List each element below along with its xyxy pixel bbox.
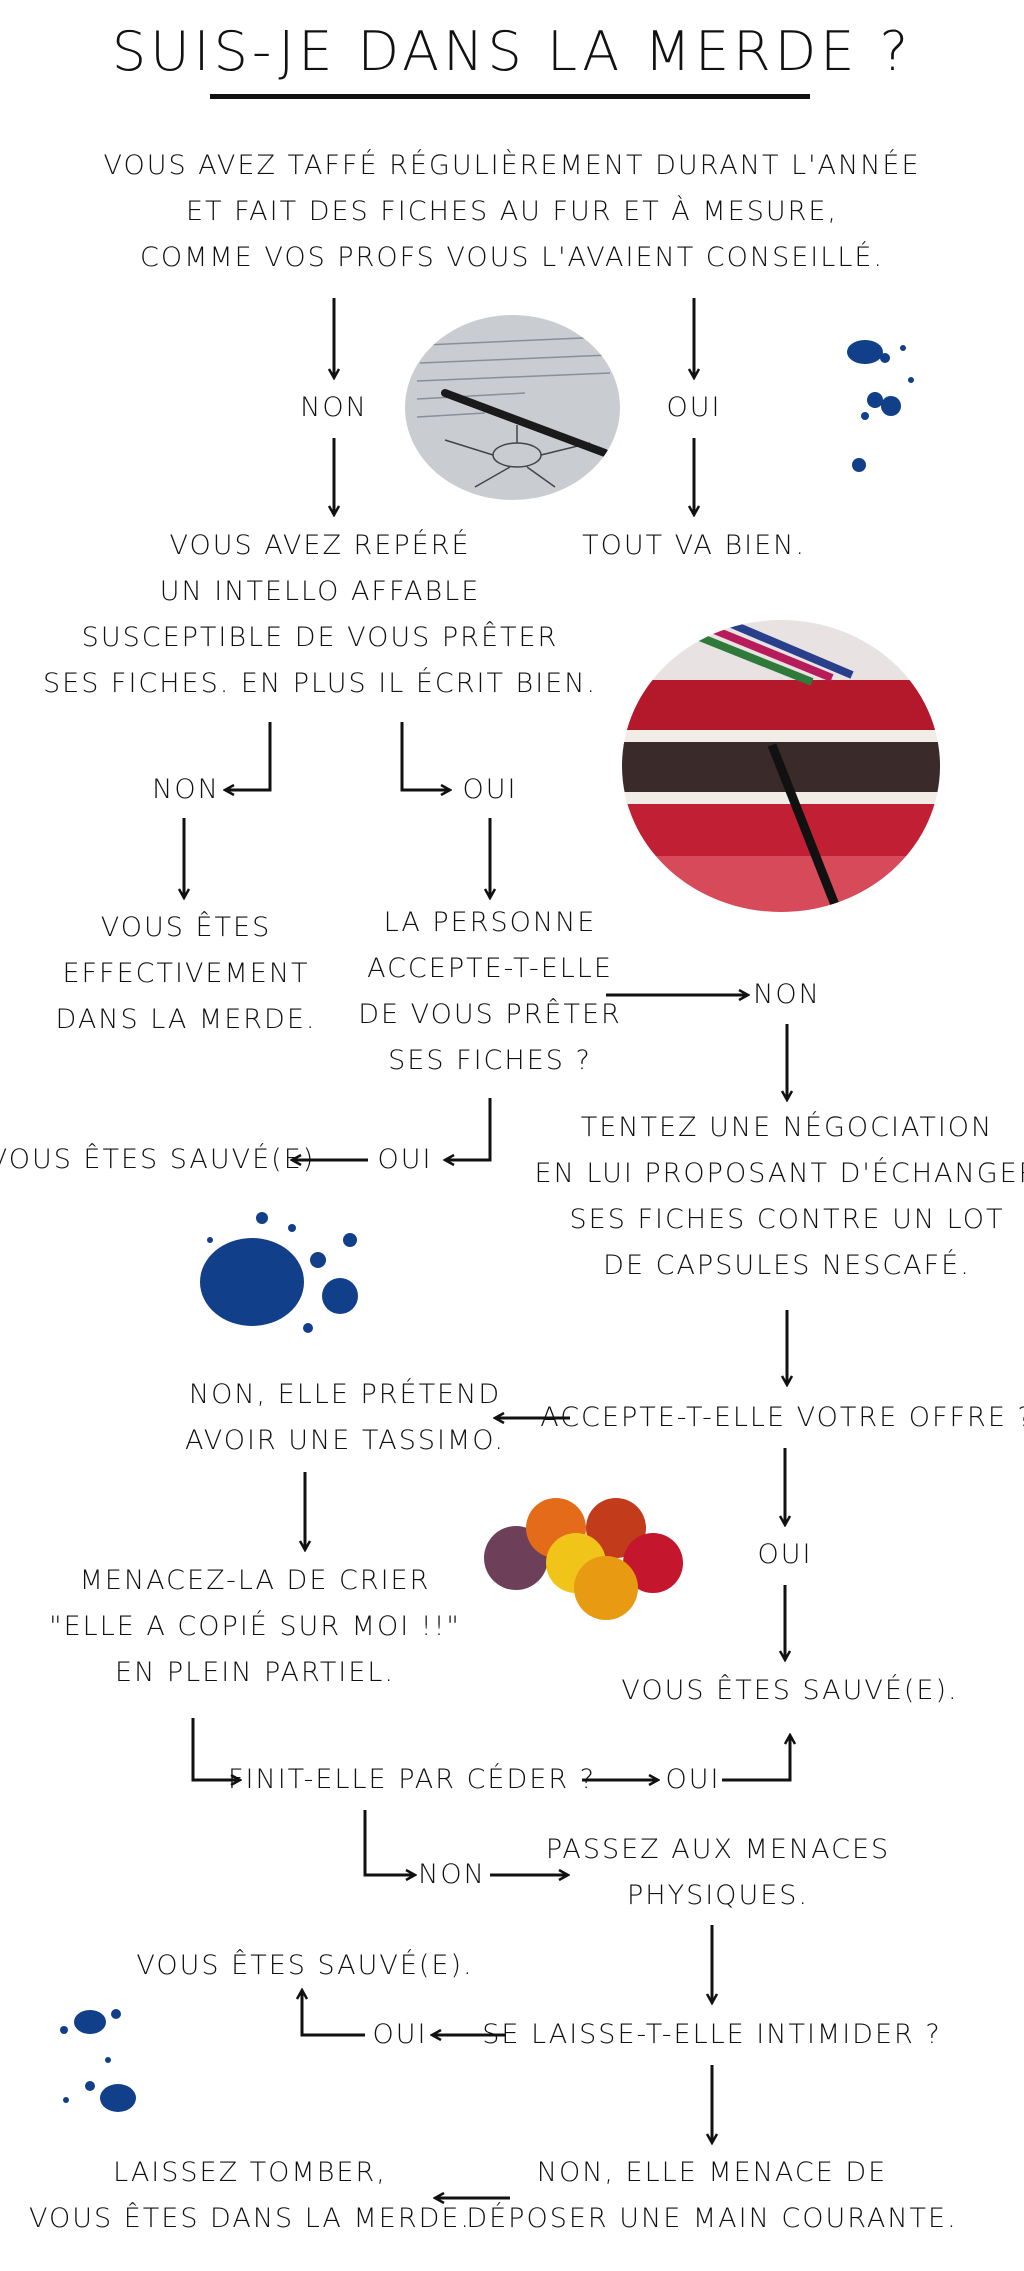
question-offre: Accepte-t-elle votre offre ? (540, 1402, 1024, 1433)
notebooks-photo-icon (622, 620, 940, 912)
question-personne: La personne accepte-t-elle de vous prête… (358, 907, 622, 1076)
title-underline (210, 94, 810, 99)
question-intimider: Se laisse-t-elle intimider ? (482, 2019, 942, 2050)
coffee-capsules-icon (478, 1488, 693, 1633)
arrow-q2-oui (400, 722, 450, 790)
result-sauve-2: Vous êtes sauvé(e). (621, 1675, 959, 1706)
answer-non-5: Non (418, 1859, 486, 1890)
answer-oui-3: Oui (377, 1144, 433, 1175)
answer-non-1: Non (300, 392, 368, 423)
action-menacez: Menacez-la de crier "Elle a copié sur mo… (49, 1565, 461, 1688)
answer-oui-6: Oui (372, 2019, 428, 2050)
arrow-q3-oui (445, 1098, 492, 1160)
result-sauve-1: Vous êtes sauvé(e) (0, 1144, 316, 1175)
answer-oui-2: Oui (462, 774, 518, 805)
page-title: Suis-je dans la merde ? (111, 20, 913, 83)
result-tout-va-bien: Tout va bien. (582, 530, 806, 561)
arrow-oui6-sauve3 (302, 1990, 365, 2037)
result-sauve-3: Vous êtes sauvé(e). (136, 1950, 474, 1981)
arrow-q5-non (363, 1810, 415, 1875)
action-physiques: Passez aux menaces physiques. (545, 1834, 891, 1911)
arrow-oui5-sauve2 (722, 1735, 790, 1782)
answer-oui-1: Oui (666, 392, 722, 423)
notes-photo-icon (405, 315, 620, 500)
arrow-q2-non (225, 722, 272, 790)
answer-oui-4: Oui (757, 1539, 813, 1570)
ink-splash-icon (190, 1200, 370, 1345)
question-intello: Vous avez repéré un intello affable susc… (42, 530, 598, 699)
question-ceder: Finit-elle par céder ? (228, 1764, 596, 1795)
answer-tassimo: Non, elle prétend avoir une Tassimo. (184, 1379, 506, 1456)
action-negociation: Tentez une négociation en lui proposant … (534, 1112, 1024, 1281)
answer-main-courante: Non, elle menace de déposer une main cou… (466, 2157, 958, 2234)
result-merde-1: Vous êtes effectivement dans la merde. (55, 912, 317, 1035)
ink-splash-icon (52, 2000, 152, 2120)
result-laissez-tomber: Laissez tomber, vous êtes dans la merde. (28, 2157, 472, 2234)
answer-oui-5: Oui (665, 1764, 721, 1795)
arrow-menacez-q5 (191, 1718, 240, 1780)
ink-splash-icon (835, 330, 925, 480)
question-taffe: Vous avez taffé régulièrement durant l'a… (103, 150, 921, 273)
answer-non-2: Non (152, 774, 220, 805)
answer-non-3: Non (753, 979, 821, 1010)
